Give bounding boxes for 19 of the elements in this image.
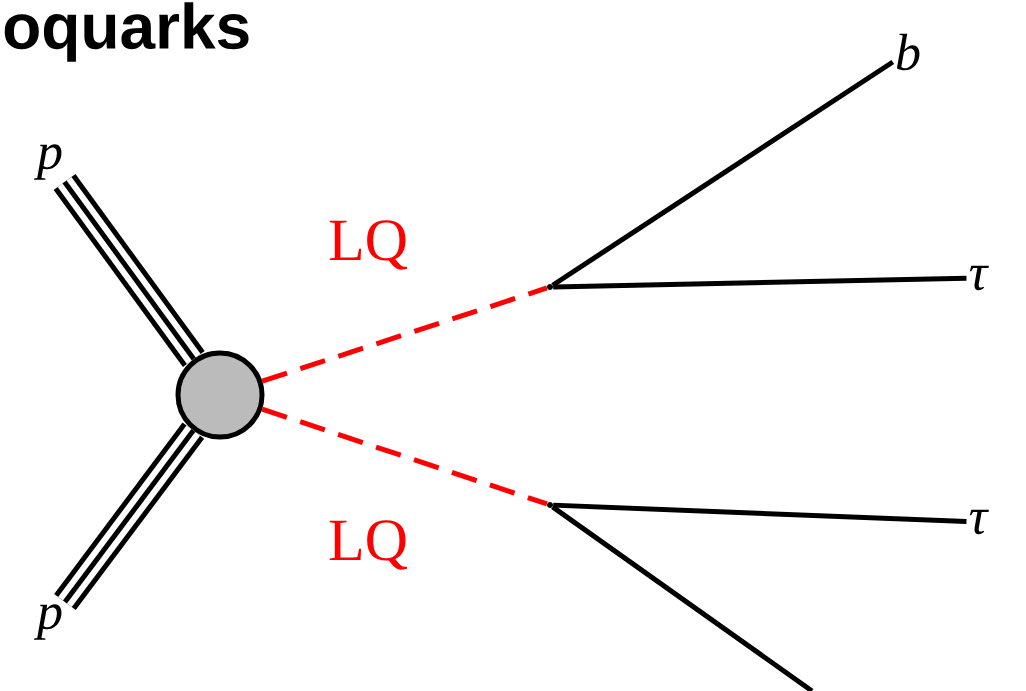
particle-label: p — [33, 604, 62, 640]
particle-line — [553, 275, 967, 290]
particle-line — [551, 59, 895, 288]
particle-label: τ — [969, 509, 989, 535]
vertex-point — [547, 502, 553, 508]
particle-line — [553, 502, 967, 525]
particle-label: τ — [969, 265, 989, 291]
proton-line — [54, 422, 205, 611]
particle-line — [551, 504, 814, 691]
propagator-line — [261, 285, 548, 384]
interaction-blob — [175, 350, 265, 440]
propagator-line — [261, 406, 548, 507]
edge-label: LQ — [327, 219, 409, 271]
particle-label: b — [896, 33, 920, 71]
vertex-point — [547, 284, 553, 290]
heading: oquarks — [4, 2, 249, 62]
proton-line — [53, 174, 205, 368]
particle-label: p — [33, 144, 62, 180]
edge-label: LQ — [327, 519, 409, 571]
